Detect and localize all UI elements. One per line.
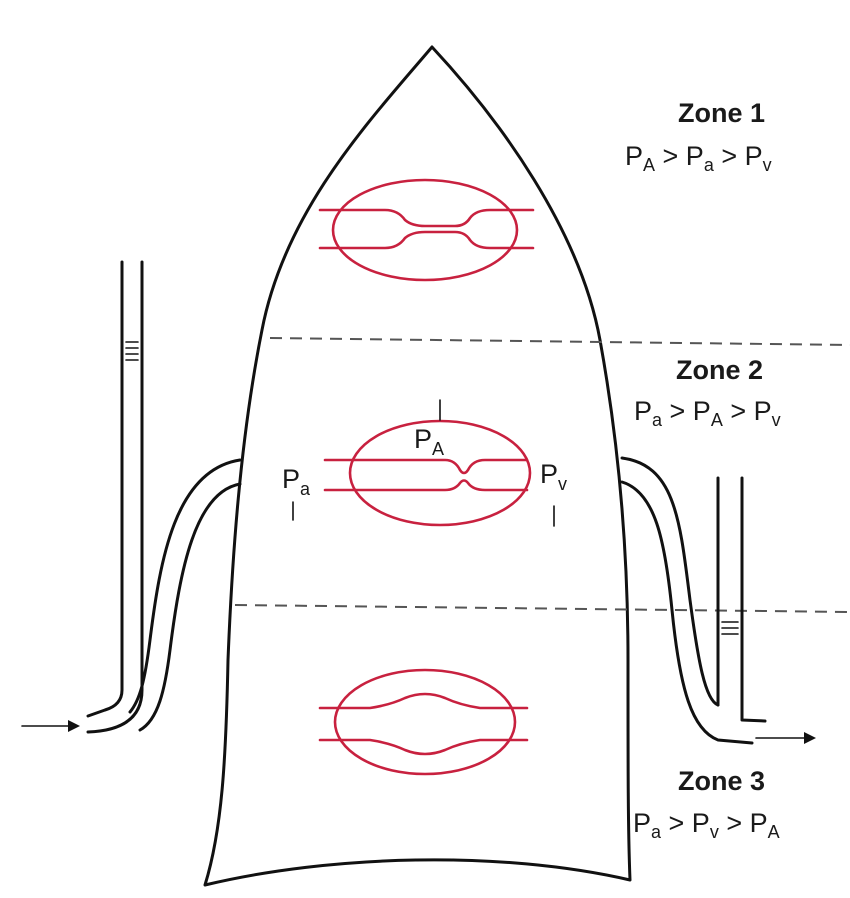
zone-boundary-1-2 — [269, 337, 850, 346]
zone-3-vessel-bottom — [318, 738, 529, 756]
arterial-pressure-label: Pa — [282, 464, 311, 499]
inflow-arrow-head — [68, 720, 80, 732]
outflow-arrow-head — [804, 732, 816, 744]
arterial-connector-upper — [128, 458, 242, 714]
zone-2-vessel-top — [323, 458, 529, 475]
zone-1-condition: PA > Pa > Pv — [625, 141, 772, 175]
lung-outline — [203, 45, 632, 887]
arterial-inflow-tube — [21, 260, 242, 734]
zone-3-condition: Pa > Pv > PA — [633, 808, 780, 842]
venous-pressure-label: Pv — [540, 459, 567, 494]
venous-connector-upper — [620, 456, 720, 707]
zone-3-title: Zone 3 — [678, 766, 765, 796]
zone-1-vessel-top — [318, 208, 535, 228]
zone-1-title: Zone 1 — [678, 98, 765, 128]
arterial-tube-inner — [86, 260, 124, 718]
alveolar-pressure-label: PA — [414, 424, 444, 459]
zone-1-alveolus-group — [318, 178, 535, 282]
zone-2-condition: Pa > PA > Pv — [634, 396, 781, 430]
zone-3-alveolus — [333, 668, 517, 776]
zone-3-alveolus-group — [318, 668, 529, 776]
zone-1-vessel-bottom — [318, 230, 535, 250]
venous-connector-lower — [620, 480, 754, 745]
zone-2-alveolus — [348, 419, 532, 527]
zone-2-title: Zone 2 — [676, 355, 763, 385]
zone-boundary-2-3 — [234, 604, 850, 613]
venous-tube-outer — [740, 476, 767, 723]
arterial-connector-lower — [138, 482, 242, 732]
zone-3-vessel-top — [318, 692, 529, 710]
zone-2-alveolus-group — [323, 399, 532, 527]
venous-outflow-tube — [620, 456, 816, 745]
zone-2-vessel-bottom — [323, 479, 529, 492]
arterial-tube-outer — [86, 260, 144, 734]
zone-1-alveolus — [331, 178, 519, 282]
